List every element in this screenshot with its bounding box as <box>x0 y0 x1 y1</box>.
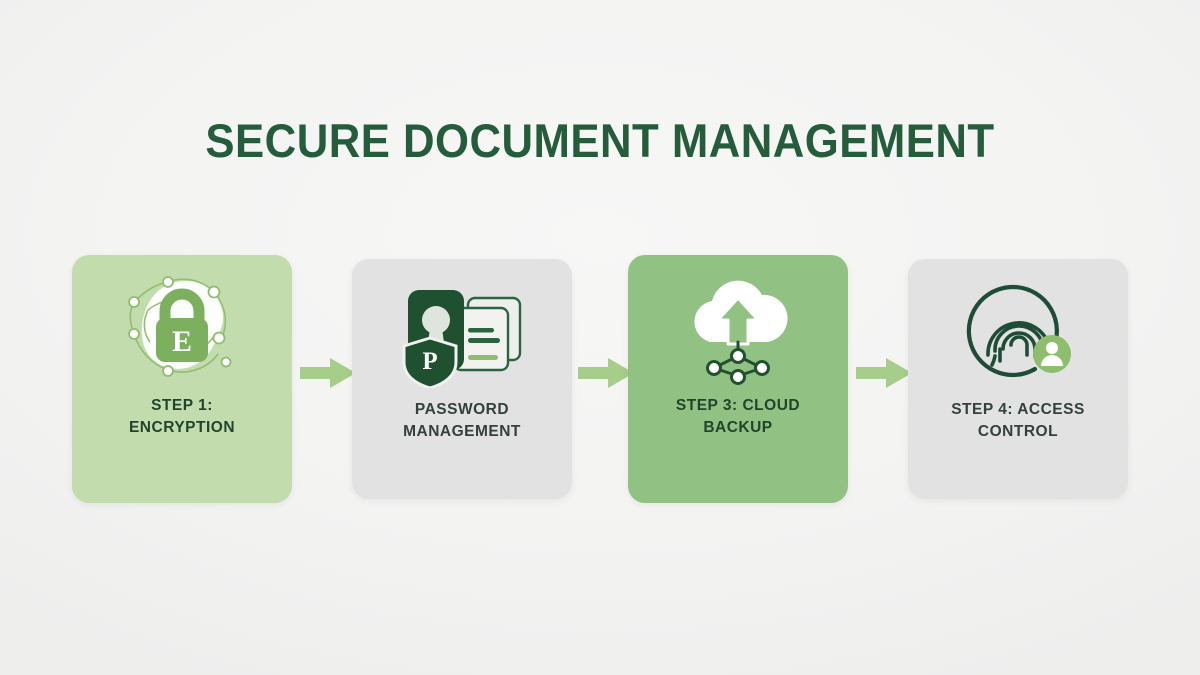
arrow-step3-to-step4 <box>856 356 912 390</box>
password-card-shield-icon: P <box>352 259 572 399</box>
arrow-step2-to-step3 <box>578 356 634 390</box>
page-title: SECURE DOCUMENT MANAGEMENT <box>205 114 995 167</box>
process-flow: E STEP 1: ENCRYPTION <box>0 255 1200 515</box>
arrow-step1-to-step2 <box>300 356 356 390</box>
step-card-label: PASSWORD MANAGEMENT <box>403 401 521 441</box>
fingerprint-user-icon <box>908 259 1128 399</box>
step-card-encryption[interactable]: E STEP 1: ENCRYPTION <box>72 255 292 503</box>
cloud-upload-network-icon <box>628 255 848 395</box>
step-card-label: STEP 4: ACCESS CONTROL <box>951 401 1085 441</box>
step-card-label: STEP 3: CLOUD BACKUP <box>675 397 801 437</box>
step-card-cloud-backup[interactable]: STEP 3: CLOUD BACKUP <box>628 255 848 503</box>
step-card-access-control[interactable]: STEP 4: ACCESS CONTROL <box>908 259 1128 499</box>
step-card-label: STEP 1: ENCRYPTION <box>128 397 236 437</box>
step-card-password-management[interactable]: P PASSWORD MANAGEMENT <box>352 259 572 499</box>
padlock-network-icon: E <box>72 255 292 395</box>
svg-text:E: E <box>172 325 192 358</box>
svg-text:P: P <box>422 348 437 375</box>
